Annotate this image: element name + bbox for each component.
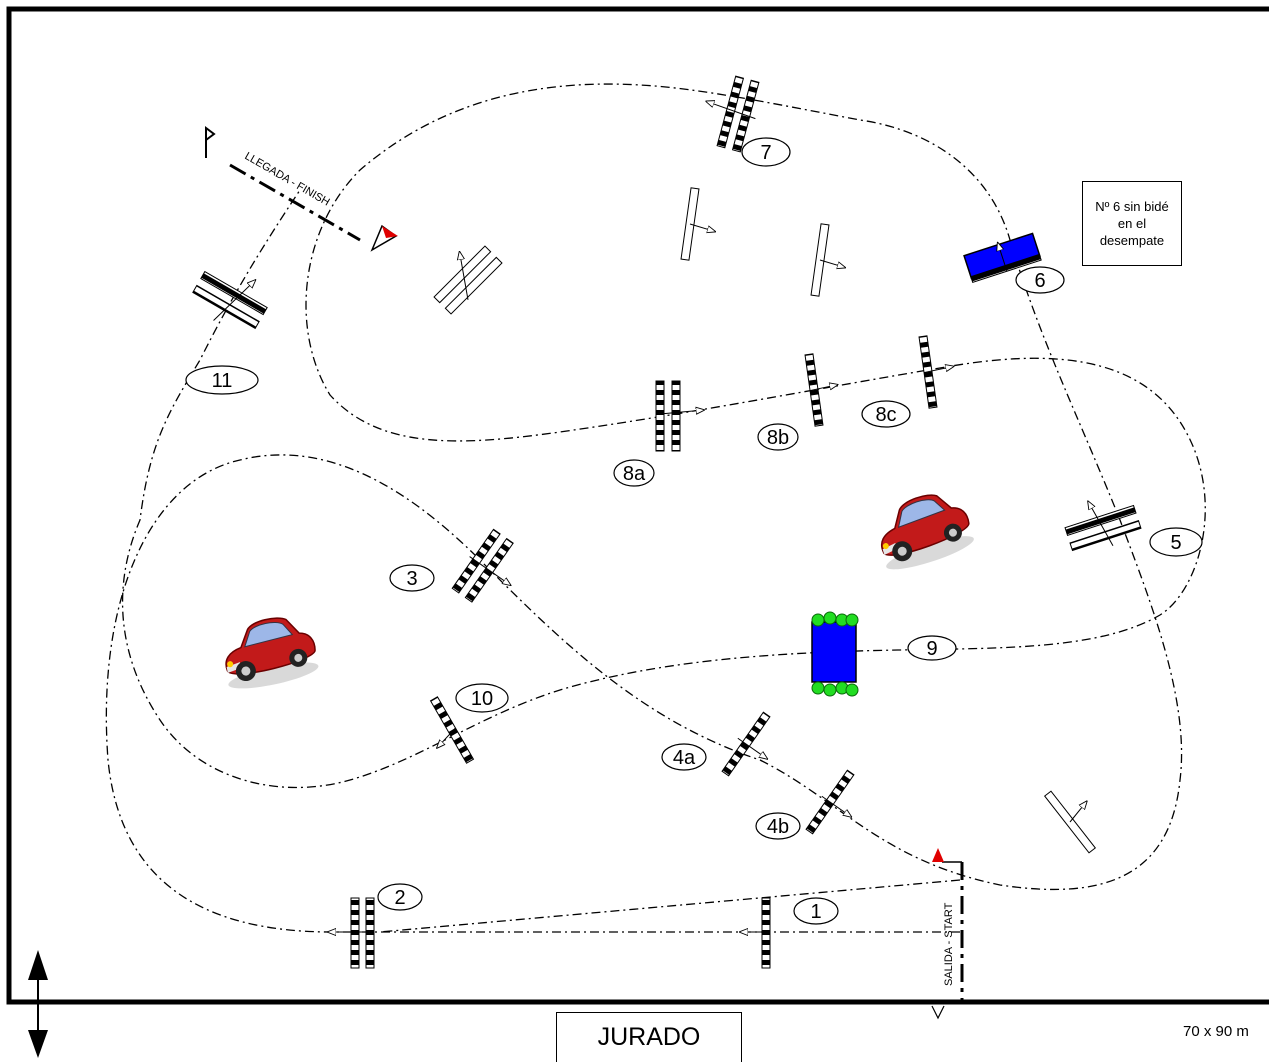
fence-4b [805,769,855,835]
obstacle-number-11: 11 [212,370,233,392]
obstacle-number-8c: 8c [875,404,896,426]
obstacle-number-8a: 8a [623,463,646,485]
obstacle-number-5: 5 [1170,532,1181,554]
north-south-arrow-icon [28,950,48,1058]
obstacle-number-3: 3 [406,568,417,590]
spare-fence-4 [1043,790,1097,854]
obstacle-number-6: 6 [1034,270,1045,292]
fence-11 [192,270,268,330]
obstacle-numbers: 1 2 3 4a 4b 5 6 7 8a 8b 8c 9 10 11 [212,142,1182,923]
spare-fence-3 [433,245,503,315]
fence-6 [963,232,1042,283]
finish-line: LLEGADA - FINISH [205,126,398,252]
fence-5 [1064,488,1142,552]
spare-fence-1 [680,187,721,261]
obstacle-number-8b: 8b [767,427,789,449]
car-icon [215,609,322,695]
fence-8b [804,353,843,427]
obstacle-number-7: 7 [760,142,771,164]
jury-box: JURADO [556,1012,742,1062]
finish-label: LLEGADA - FINISH [243,150,332,208]
obstacle-number-9: 9 [926,638,937,660]
tiebreak-note: Nº 6 sin bidé en el desempate [1082,181,1182,266]
start-line: SALIDA - START [931,848,964,1020]
obstacle-number-4a: 4a [673,747,696,769]
arena-border [6,6,1269,1005]
track-path [105,83,1206,933]
fence-8c [918,335,959,409]
fence-2 [328,897,375,969]
fence-10 [429,696,475,764]
car-icon [868,484,978,577]
fence-3 [451,528,514,603]
water-jump-9 [811,611,859,697]
obstacle-number-1: 1 [810,901,821,923]
spare-fences [433,187,1097,854]
start-flag-icon [932,848,944,862]
arena-dimensions: 70 x 90 m [1183,1023,1249,1040]
fence-8a [655,380,704,452]
finish-flag-icon [382,226,398,238]
fence-7 [696,75,760,153]
fence-4a [721,711,771,777]
obstacle-number-10: 10 [471,688,493,710]
obstacle-number-4b: 4b [767,816,789,838]
hedge-icon [811,611,859,697]
start-label: SALIDA - START [943,902,955,986]
obstacle-number-2: 2 [394,887,405,909]
spare-fence-2 [810,223,851,297]
obstacle-labels [185,137,1203,925]
finish-flag-icon [205,126,216,158]
fence-1 [740,897,771,969]
